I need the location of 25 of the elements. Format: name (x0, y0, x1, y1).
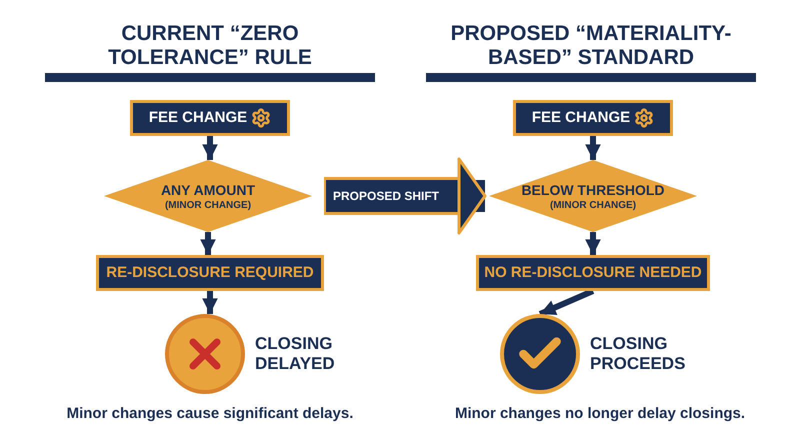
box-label: NO RE-DISCLOSURE NEEDED (484, 262, 702, 283)
arrow (585, 136, 601, 160)
block-arrow (326, 158, 486, 234)
arrow (585, 232, 601, 255)
decision-label: BELOW THRESHOLD (521, 180, 665, 198)
summary-note: Minor changes cause significant delays. (66, 405, 354, 422)
process-box (513, 100, 673, 136)
edge-label: PROPOSED SHIFT (332, 188, 439, 205)
column-heading: CURRENT “ZERO TOLERANCE” RULE (107, 22, 313, 70)
decision-note: (MINOR CHANGE) (550, 198, 636, 212)
column-heading: PROPOSED “MATERIALITY-BASED” STANDARD (450, 22, 732, 70)
box-label: FEE CHANGE (148, 108, 248, 128)
outcome-label: CLOSING PROCEEDS (590, 334, 686, 374)
summary-note: Minor changes no longer delay closings. (454, 405, 746, 422)
decision-label: ANY AMOUNT (160, 180, 256, 198)
box-label: RE-DISCLOSURE REQUIRED (106, 262, 314, 283)
outcome-label: CLOSING DELAYED (255, 334, 336, 374)
result-box (476, 255, 710, 291)
decision-note: (MINOR CHANGE) (164, 198, 252, 212)
arrow (202, 136, 218, 160)
box-label: FEE CHANGE (532, 108, 630, 128)
arrow (200, 232, 216, 255)
process-box (130, 100, 290, 136)
result-box (96, 255, 324, 291)
arrow (202, 291, 218, 314)
